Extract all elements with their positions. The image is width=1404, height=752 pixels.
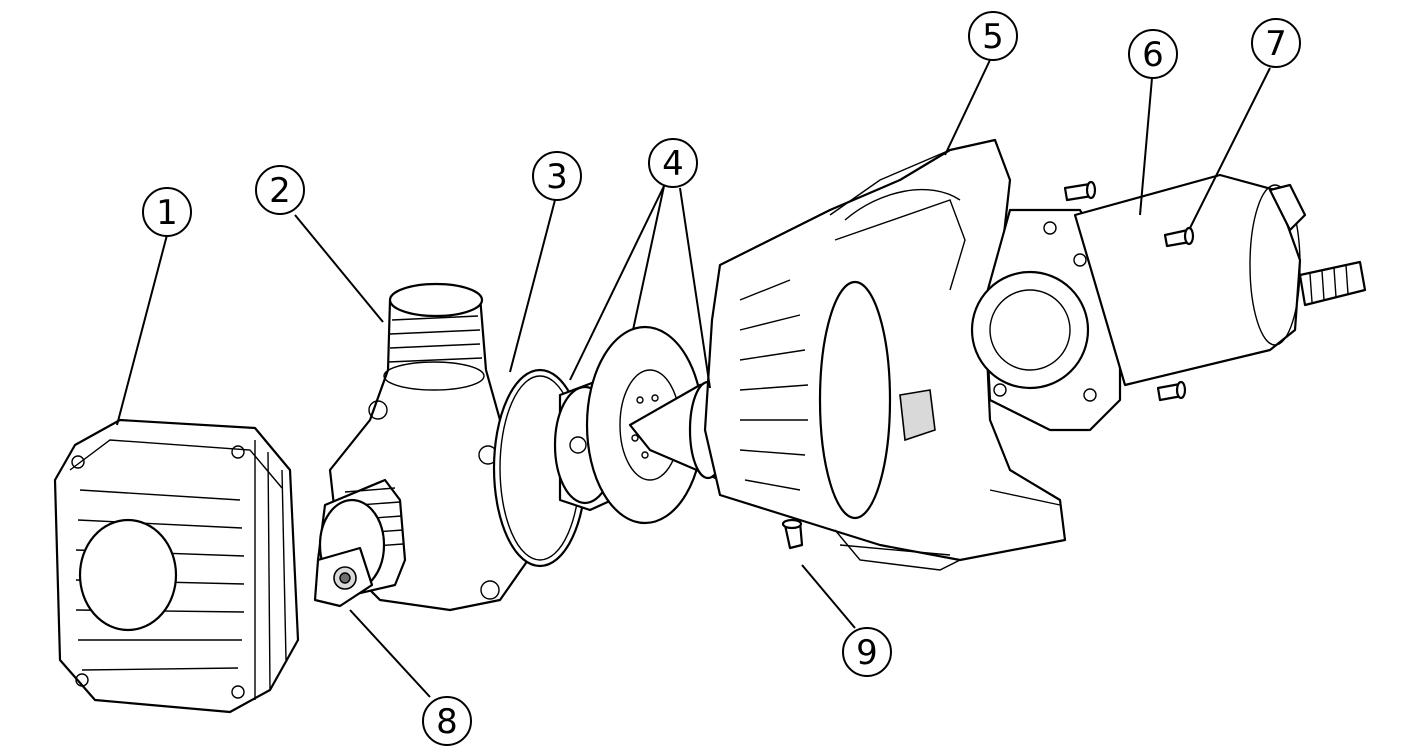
callout-label-7: 7 (1265, 24, 1287, 64)
callout-7: 7 (1251, 18, 1301, 68)
callout-label-2: 2 (269, 171, 291, 211)
callout-1: 1 (142, 187, 192, 237)
callout-5: 5 (968, 11, 1018, 61)
leader-8 (349, 609, 431, 698)
leader-6 (1139, 77, 1153, 216)
motor-screws (1063, 180, 1195, 402)
leader-5 (944, 59, 991, 156)
callout-9: 9 (842, 627, 892, 677)
leader-lines (116, 59, 1271, 698)
leader-7 (1189, 67, 1271, 229)
leader-4a (569, 185, 665, 381)
callout-label-9: 9 (856, 633, 878, 673)
leader-3 (509, 199, 556, 373)
leader-1 (116, 234, 168, 426)
callout-6: 6 (1128, 29, 1178, 79)
callout-4: 4 (648, 138, 698, 188)
leader-9 (801, 564, 856, 629)
callout-label-5: 5 (982, 17, 1004, 57)
callout-2: 2 (255, 165, 305, 215)
filter-cage (53, 418, 300, 714)
callout-label-1: 1 (156, 193, 178, 233)
callout-label-3: 3 (546, 157, 568, 197)
leader-4b (632, 185, 665, 331)
motor (970, 173, 1367, 432)
leader-2 (294, 214, 384, 323)
callout-8: 8 (422, 696, 472, 746)
callout-label-4: 4 (662, 144, 684, 184)
callout-label-8: 8 (436, 702, 458, 742)
motor-housing (703, 138, 1067, 571)
screw (781, 518, 804, 550)
leader-4c (679, 187, 711, 389)
hose-clip (313, 546, 374, 608)
callout-3: 3 (532, 151, 582, 201)
callout-label-6: 6 (1142, 35, 1164, 75)
